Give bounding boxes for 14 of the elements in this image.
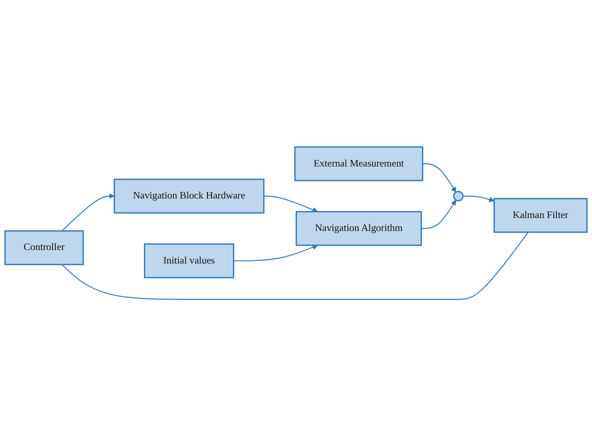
node-box: Navigation Algorithm: [296, 211, 422, 246]
arrow: [233, 244, 318, 262]
node-box: Navigation Block Hardware: [114, 179, 264, 214]
node-box: Kalman Filter: [494, 198, 588, 234]
node-box: Initial values: [144, 244, 234, 279]
arrow: [462, 196, 494, 202]
node-circle: [453, 191, 464, 202]
arrow: [420, 200, 456, 230]
connector: [61, 232, 529, 300]
node-box: External Measurement: [294, 146, 424, 182]
node-box: Controller: [4, 230, 84, 266]
arrow: [263, 196, 318, 213]
arrow: [61, 194, 115, 232]
arrow: [422, 164, 456, 193]
